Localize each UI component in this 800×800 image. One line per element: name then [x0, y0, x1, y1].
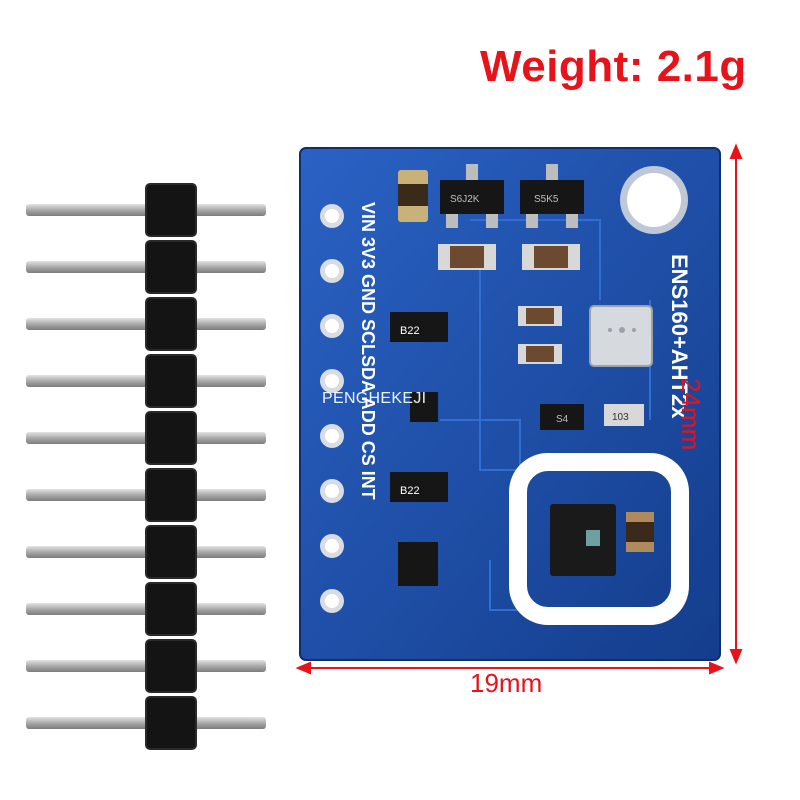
pin-pad-hole	[325, 429, 339, 443]
pin-header	[26, 183, 266, 750]
pin-labels: VIN 3V3 GND SCLSDA ADD CS INT	[358, 202, 378, 500]
header-housing-segment	[145, 297, 197, 351]
watermark: PENGHEKEJI	[322, 390, 427, 407]
pin-pad-hole	[325, 374, 339, 388]
header-housing-segment	[145, 468, 197, 522]
pin-pad-hole	[325, 209, 339, 223]
chip-label-b22-top: B22	[400, 325, 420, 337]
width-dimension-label: 19mm	[470, 668, 543, 698]
chip-label-s4: S4	[556, 414, 569, 425]
chip-label-s5k5: S5K5	[534, 194, 559, 205]
pcb-board	[299, 147, 721, 661]
dimension-lines	[295, 143, 743, 675]
pin-pad-hole	[325, 539, 339, 553]
pin-pad-hole	[325, 319, 339, 333]
header-housing-segment	[145, 411, 197, 465]
pin-pad-hole	[325, 484, 339, 498]
pin-pad-hole	[325, 264, 339, 278]
pin-pads	[320, 204, 344, 613]
aht-sensor-chip	[550, 504, 616, 576]
ens160-chip	[589, 305, 653, 367]
chip-label-b22-bottom: B22	[400, 485, 420, 497]
header-housing-segment	[145, 183, 197, 237]
header-housing-segment	[145, 354, 197, 408]
header-housing-segment	[145, 525, 197, 579]
header-housing-segment	[145, 639, 197, 693]
board-title: ENS160+AHT2x	[667, 254, 692, 419]
height-dimension-label: 24mm	[676, 378, 706, 451]
pcb-silkscreen: VIN 3V3 GND SCLSDA ADD CS INT ENS160+AHT…	[358, 194, 692, 500]
weight-label: Weight: 2.1g	[480, 42, 747, 91]
chip-label-103: 103	[612, 412, 629, 423]
pin-pad-hole	[325, 594, 339, 608]
header-housing-segment	[145, 696, 197, 750]
header-housing-segment	[145, 240, 197, 294]
chip-label-s6j2k: S6J2K	[450, 194, 480, 205]
header-housing-segment	[145, 582, 197, 636]
